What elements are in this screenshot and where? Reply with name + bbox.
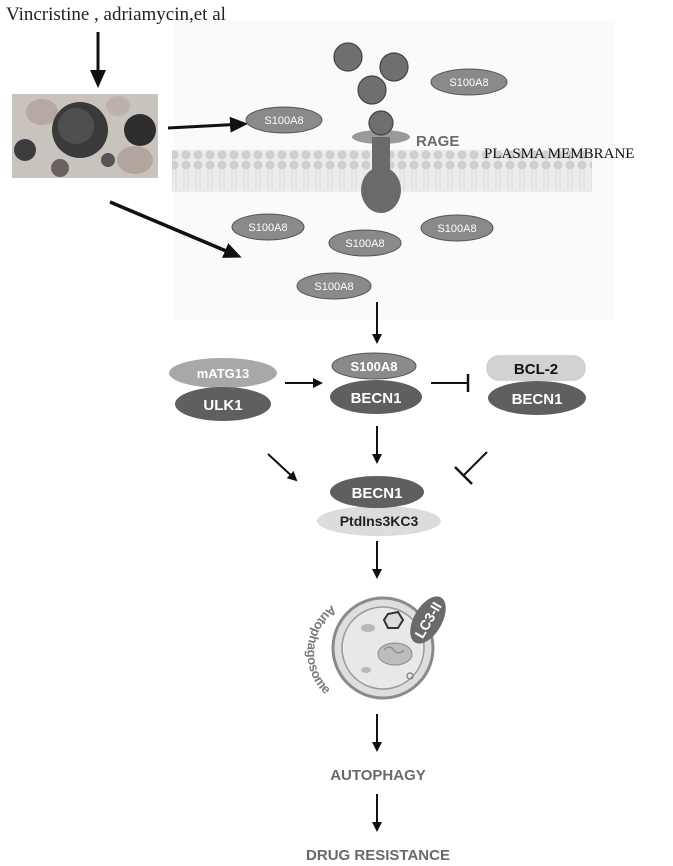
inhibition-bar-bcl2-pi3k bbox=[454, 451, 488, 485]
ulk1-to-pi3k-arrow bbox=[267, 453, 298, 482]
intracellular-s100a8-label: S100A8 bbox=[248, 222, 287, 234]
autophagosome bbox=[331, 596, 435, 700]
bcl2-becn1-label: BECN1 bbox=[512, 391, 563, 408]
ulk1-label: ULK1 bbox=[203, 397, 242, 414]
s100a8-complex-label: S100A8 bbox=[351, 359, 398, 374]
leukemia-cell-micrograph bbox=[12, 94, 158, 178]
intracellular-s100a8 bbox=[420, 214, 494, 242]
cell-to-extracellular-arrow bbox=[167, 116, 248, 133]
intracellular-s100a8-label: S100A8 bbox=[437, 223, 476, 235]
rage-receptor bbox=[352, 110, 410, 213]
becn1-pi3k-complex bbox=[317, 476, 441, 536]
extracellular-s100a8-label: S100A8 bbox=[449, 77, 488, 89]
s100a8-molecule bbox=[333, 42, 363, 72]
ulk1-complex bbox=[169, 358, 277, 421]
s100a8-becn1-complex bbox=[330, 352, 422, 414]
intracellular-s100a8 bbox=[296, 272, 372, 300]
autophagy-label: AUTOPHAGY bbox=[330, 767, 426, 784]
extracellular-s100a8-label: S100A8 bbox=[264, 115, 303, 127]
extracellular-s100a8 bbox=[245, 106, 323, 134]
ptdins3kc3-label: PtdIns3KC3 bbox=[340, 513, 419, 529]
drug-resistance-label: DRUG RESISTANCE bbox=[306, 847, 450, 864]
membrane-label: PLASMA MEMBRANE bbox=[484, 146, 634, 162]
bcl2-becn1-complex bbox=[486, 355, 586, 415]
intracellular-s100a8-label: S100A8 bbox=[345, 238, 384, 250]
intracellular-s100a8-label: S100A8 bbox=[314, 281, 353, 293]
s100a8-molecule bbox=[357, 75, 387, 105]
becn1-label: BECN1 bbox=[352, 485, 403, 502]
bcl2-label: BCL-2 bbox=[514, 361, 558, 378]
cell-to-intracellular-arrow bbox=[109, 200, 242, 258]
intracellular-s100a8 bbox=[328, 229, 402, 257]
becn1-complex-label: BECN1 bbox=[351, 390, 402, 407]
extracellular-s100a8 bbox=[430, 68, 508, 96]
drug-label: Vincristine , adriamycin,et al bbox=[6, 4, 226, 25]
rage-label: RAGE bbox=[416, 133, 459, 150]
matg13-label: mATG13 bbox=[197, 366, 250, 381]
inhibition-bar-becn1-bcl2 bbox=[431, 374, 470, 392]
intracellular-s100a8 bbox=[231, 213, 305, 241]
s100a8-molecule bbox=[379, 52, 409, 82]
